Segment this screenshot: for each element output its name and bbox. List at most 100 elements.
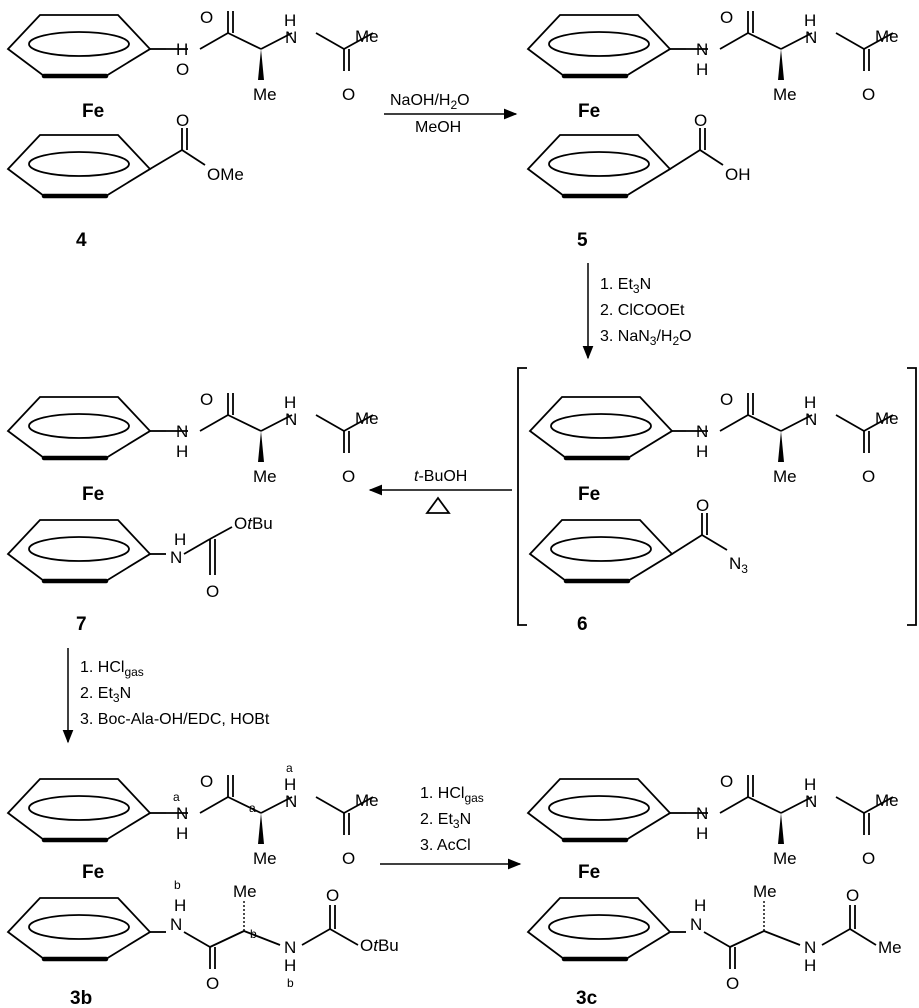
svg-text:O: O — [862, 849, 875, 868]
svg-text:O: O — [720, 772, 733, 791]
svg-text:b: b — [250, 927, 257, 941]
amide-h: H — [174, 896, 186, 915]
svg-text:Me: Me — [875, 27, 899, 46]
svg-text:O: O — [726, 974, 739, 993]
carbamate-o: O — [206, 582, 219, 601]
svg-text:O: O — [326, 886, 339, 905]
compound-label: 4 — [76, 230, 87, 251]
compound-label: 6 — [577, 614, 588, 635]
step-accl: 3. AcCl — [420, 837, 471, 854]
svg-text:Me: Me — [355, 791, 379, 810]
compound-6: N H O Me H N O Me Fe O N3 6 — [517, 367, 917, 635]
svg-text:H: H — [804, 775, 816, 794]
svg-text:N: N — [284, 938, 296, 957]
svg-text:H: H — [804, 393, 816, 412]
acetyl-o: O — [342, 85, 355, 104]
svg-text:H: H — [696, 824, 708, 843]
amide-n: N — [170, 915, 182, 934]
svg-text:H: H — [804, 11, 816, 30]
compound-label: 5 — [577, 230, 588, 251]
acetyl-me: Me — [878, 938, 902, 957]
svg-text:a: a — [286, 761, 293, 775]
acid-oh: OH — [725, 165, 751, 184]
svg-text:O: O — [206, 974, 219, 993]
svg-text:b: b — [287, 976, 294, 990]
svg-text:N: N — [805, 410, 817, 429]
solvent-meoh: MeOH — [415, 119, 461, 136]
ester-o: O — [176, 111, 189, 130]
svg-text:H: H — [694, 896, 706, 915]
svg-text:H: H — [176, 824, 188, 843]
svg-text:3. NaN3/H2O: 3. NaN3/H2O — [600, 328, 692, 348]
methyl: Me — [253, 85, 277, 104]
carbamate-otbu: OtBu — [234, 514, 273, 533]
svg-text:Me: Me — [253, 467, 277, 486]
acid-o: O — [694, 111, 707, 130]
svg-text:1. HClgas: 1. HClgas — [420, 785, 484, 805]
iron-label: Fe — [578, 862, 600, 883]
svg-text:a: a — [249, 801, 256, 815]
svg-text:N: N — [176, 804, 188, 823]
compound-label: 3b — [70, 988, 92, 1008]
svg-text:H: H — [284, 393, 296, 412]
svg-text:N: N — [285, 792, 297, 811]
boc-otbu: OtBu — [360, 936, 399, 955]
svg-text:N: N — [690, 915, 702, 934]
reaction-arrow-2: 1. Et3N 2. ClCOOEt 3. NaN3/H2O — [582, 263, 692, 360]
reaction-arrow-1: NaOH/H2O MeOH — [384, 92, 518, 136]
svg-text:H: H — [696, 60, 708, 79]
acetyl-me: Me — [355, 27, 379, 46]
svg-text:1. HClgas: 1. HClgas — [80, 659, 144, 679]
svg-text:O: O — [846, 886, 859, 905]
svg-text:N: N — [696, 804, 708, 823]
svg-text:H: H — [176, 442, 188, 461]
ester-ome: OMe — [207, 165, 244, 184]
site-a: a — [173, 790, 180, 804]
compound-3c: N H O Me H N O Me Fe H N Me O N H O — [528, 772, 902, 1008]
svg-text:Me: Me — [253, 849, 277, 868]
svg-text:N: N — [804, 938, 816, 957]
svg-text:O: O — [720, 8, 733, 27]
svg-text:N: N — [805, 28, 817, 47]
reaction-arrow-5: 1. HClgas 2. Et3N 3. AcCl — [380, 785, 522, 870]
nh-h: O — [176, 60, 189, 79]
svg-text:O: O — [342, 849, 355, 868]
iron-label: Fe — [82, 101, 104, 122]
reaction-arrow-4: 1. HClgas 2. Et3N 3. Boc-Ala-OH/EDC, HOB… — [62, 648, 270, 744]
nh-n: H — [176, 40, 188, 59]
svg-text:O: O — [862, 467, 875, 486]
nh2-h: H — [284, 11, 296, 30]
compound-4: H O O Me H N O Me Fe O OMe 4 — [8, 8, 379, 251]
svg-text:2. Et3N: 2. Et3N — [80, 685, 131, 705]
azide-n: N3 — [729, 554, 748, 576]
svg-text:Me: Me — [355, 409, 379, 428]
reagent-naoh: NaOH/H2O — [390, 92, 470, 112]
reagent-tbuoh: t-BuOH — [414, 468, 467, 485]
site-b: b — [174, 878, 181, 892]
nh2-n: N — [285, 28, 297, 47]
svg-text:O: O — [720, 390, 733, 409]
svg-text:1. Et3N: 1. Et3N — [600, 276, 651, 296]
iron-label: Fe — [82, 862, 104, 883]
svg-text:O: O — [200, 772, 213, 791]
iron-label: Fe — [578, 484, 600, 505]
svg-text:Me: Me — [773, 467, 797, 486]
carbamate-h: H — [174, 530, 186, 549]
compound-label: 3c — [576, 988, 598, 1008]
iron-label: Fe — [82, 484, 104, 505]
iron-label: Fe — [578, 101, 600, 122]
carbamate-n: N — [170, 548, 182, 567]
compound-7: N H O Me H N O Me Fe H N OtBu O 7 — [8, 390, 379, 635]
ala-me: Me — [233, 882, 257, 901]
svg-text:H: H — [284, 956, 296, 975]
svg-text:Me: Me — [875, 409, 899, 428]
svg-text:Me: Me — [773, 85, 797, 104]
azide-o: O — [696, 496, 709, 515]
svg-text:O: O — [862, 85, 875, 104]
compound-5: N H O Me H N O Me Fe O OH 5 — [528, 8, 899, 251]
svg-text:H: H — [284, 775, 296, 794]
svg-text:2. Et3N: 2. Et3N — [420, 811, 471, 831]
svg-text:N: N — [285, 410, 297, 429]
svg-text:H: H — [696, 442, 708, 461]
